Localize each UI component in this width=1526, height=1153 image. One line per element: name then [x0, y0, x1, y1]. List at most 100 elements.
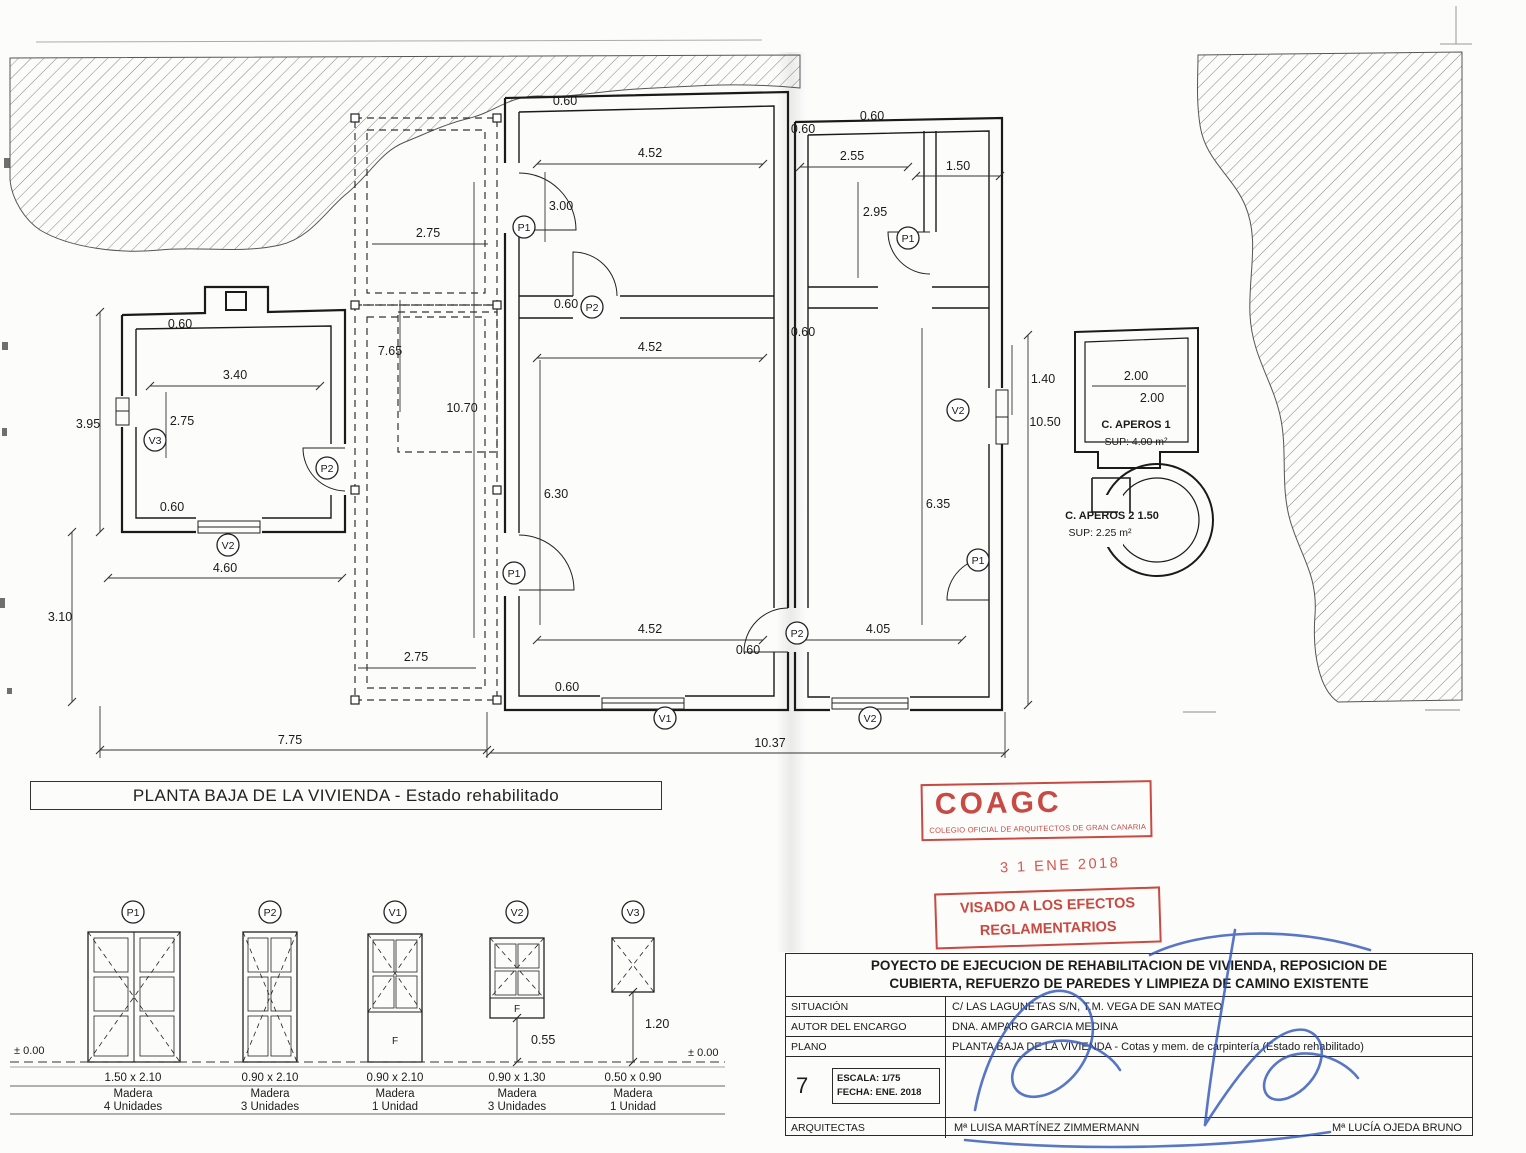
- window-label-v2: V2: [864, 713, 877, 725]
- dim-label: 3.40: [223, 368, 247, 382]
- dim-label: 2.00: [1124, 369, 1148, 383]
- legend-units: 1 Unidad: [372, 1101, 418, 1113]
- terrain-hatch: [9, 51, 1463, 710]
- coagc-org-full: COLEGIO OFICIAL DE ARQUITECTOS DE GRAN C…: [929, 822, 1147, 836]
- title-block-main-row: 7 ESCALA: 1/75 FECHA: ENE. 2018: [786, 1057, 1472, 1118]
- dim-label: 0.60: [736, 643, 760, 657]
- dim-label: 2.75: [404, 650, 428, 664]
- scan-artifacts: [35, 6, 1472, 713]
- door-label-p1: P1: [508, 568, 521, 580]
- door-p1-top-swing: [887, 231, 931, 275]
- title-block: POYECTO DE EJECUCION DE REHABILITACION D…: [785, 953, 1473, 1138]
- autor-label: AUTOR DEL ENCARGO: [786, 1017, 946, 1036]
- coagc-stamp: COAGC COLEGIO OFICIAL DE ARQUITECTOS DE …: [920, 780, 1169, 954]
- legend-level-right: ± 0.00: [688, 1047, 719, 1059]
- legend-v1-f: F: [392, 1036, 398, 1047]
- legend-v3-offset: 1.20: [645, 1017, 669, 1031]
- title-block-row-arquitectas: ARQUITECTAS Mª LUISA MARTÍNEZ ZIMMERMANN…: [786, 1118, 1472, 1138]
- door-label-p2: P2: [586, 302, 599, 314]
- dim-label: 0.60: [160, 500, 184, 514]
- dim-label: 2.00: [1140, 391, 1164, 405]
- project-line1: POYECTO DE EJECUCION DE REHABILITACION D…: [870, 957, 1388, 973]
- dim-label: 0.60: [791, 122, 815, 136]
- hatch-top-left: [9, 54, 801, 252]
- left-building-walls: [120, 285, 347, 534]
- dim-label: 2.55: [840, 149, 864, 163]
- legend-symbol-v3: [611, 937, 655, 1067]
- door-p2-swing: [302, 447, 346, 492]
- legend-label-p1: P1: [127, 907, 140, 919]
- dim-label: 10.50: [1029, 415, 1060, 429]
- door-label-p1: P1: [518, 222, 531, 234]
- door-label-p1: P1: [972, 555, 985, 567]
- dim-label: 1.50: [946, 159, 970, 173]
- coagc-org: COAGC: [934, 785, 1062, 821]
- aperos-2-entry: [1091, 477, 1131, 513]
- aperos2-title: C. APEROS 2 1.50: [1065, 510, 1159, 522]
- coagc-visado-box: VISADO A LOS EFECTOS REGLAMENTARIOS: [934, 886, 1162, 950]
- dim-label: 6.35: [926, 497, 950, 511]
- legend-label-v3: V3: [627, 907, 640, 919]
- legend-units: 4 Unidades: [104, 1101, 162, 1113]
- coagc-date: 3 1 ENE 2018: [999, 855, 1121, 877]
- dim-label: 4.52: [638, 340, 662, 354]
- window-label-v2: V2: [222, 540, 235, 552]
- legend-material: Madera: [251, 1088, 291, 1100]
- dim-label: 4.52: [638, 146, 662, 160]
- dim-label: 3.10: [48, 610, 72, 624]
- drawing-title-bar: PLANTA BAJA DE LA VIVIENDA - Estado reha…: [30, 781, 662, 810]
- dim-label: 3.95: [76, 417, 100, 431]
- legend-material: Madera: [376, 1088, 416, 1100]
- legend-symbol-p2: [242, 931, 298, 1063]
- coagc-visado-line2: REGLAMENTARIOS: [979, 918, 1117, 940]
- aperos1-title: C. APEROS 1: [1101, 419, 1170, 431]
- autor-value: DNA. AMPARO GARCIA MEDINA: [952, 1020, 1119, 1033]
- legend-level-left: ± 0.00: [14, 1045, 45, 1057]
- arquitectas-label: ARQUITECTAS: [786, 1118, 946, 1138]
- legend-units: 3 Unidades: [241, 1101, 299, 1113]
- carpentry-legend: P1 P2 V1 V2 V3: [10, 900, 725, 1115]
- situacion-value: C/ LAS LAGUNETAS S/N, T.M. VEGA DE SAN M…: [952, 1000, 1223, 1013]
- sheet-number: 7: [796, 1073, 809, 1098]
- ruin-corner-markers: [350, 113, 502, 705]
- legend-symbol-v2: [489, 937, 545, 1067]
- ruin-dashed-structure: [354, 117, 498, 701]
- plano-value: PLANTA BAJA DE LA VIVIENDA - Cotas y mem…: [952, 1040, 1364, 1053]
- title-block-row-autor: AUTOR DEL ENCARGO DNA. AMPARO GARCIA MED…: [786, 1017, 1472, 1037]
- dim-label: 0.60: [791, 325, 815, 339]
- coagc-stamp-header-box: COAGC COLEGIO OFICIAL DE ARQUITECTOS DE …: [920, 780, 1153, 842]
- architect-2: Mª LUCÍA OJEDA BRUNO: [1332, 1122, 1462, 1134]
- legend-v2-f: F: [514, 1004, 520, 1015]
- door-p2-interior-swing: [572, 251, 618, 297]
- dim-label: 0.60: [168, 317, 192, 331]
- plano-label: PLANO: [786, 1037, 946, 1056]
- central-building-openings: [518, 172, 789, 710]
- legend-label-p2: P2: [264, 907, 277, 919]
- hatch-right: [1197, 51, 1463, 703]
- dim-label: 0.60: [554, 297, 578, 311]
- dim-label: 10.70: [446, 401, 477, 415]
- dim-label: 4.60: [213, 561, 237, 575]
- situacion-label: SITUACIÓN: [786, 997, 946, 1016]
- plan-circled-labels: P1 P1 P1 P1 P2 P2 P2 V1 V2 V2 V2 V3: [143, 215, 990, 730]
- dim-label: 0.60: [555, 680, 579, 694]
- legend-size: 0.90 x 2.10: [242, 1072, 299, 1084]
- dim-label: 2.75: [416, 226, 440, 240]
- door-p2-right-swing: [743, 607, 789, 653]
- legend-label-v1: V1: [389, 907, 402, 919]
- title-block-row-situacion: SITUACIÓN C/ LAS LAGUNETAS S/N, T.M. VEG…: [786, 997, 1472, 1017]
- aperos-labels: C. APEROS 1 SUP: 4.00 m² C. APEROS 2 1.5…: [1065, 419, 1171, 539]
- dim-label: 10.37: [754, 736, 785, 750]
- legend-size: 1.50 x 2.10: [105, 1072, 162, 1084]
- right-building-walls: [793, 116, 1004, 712]
- project-line2: CUBIERTA, REFUERZO DE PAREDES Y LIMPIEZA…: [889, 976, 1369, 991]
- architect-1: Mª LUISA MARTÍNEZ ZIMMERMANN: [954, 1122, 1140, 1134]
- legend-size: 0.50 x 0.90: [605, 1072, 662, 1084]
- dim-label: 0.60: [553, 94, 577, 108]
- escala: ESCALA: 1/75: [837, 1073, 901, 1085]
- window-label-v2: V2: [952, 405, 965, 417]
- drawing-title: PLANTA BAJA DE LA VIVIENDA - Estado reha…: [132, 785, 560, 805]
- dim-label: 2.95: [863, 205, 887, 219]
- title-block-sheet-cell: 7 ESCALA: 1/75 FECHA: ENE. 2018: [786, 1057, 946, 1117]
- dimension-labels: 0.60 4.52 3.00 0.60 4.52 6.30 4.52 0.60 …: [48, 94, 1164, 750]
